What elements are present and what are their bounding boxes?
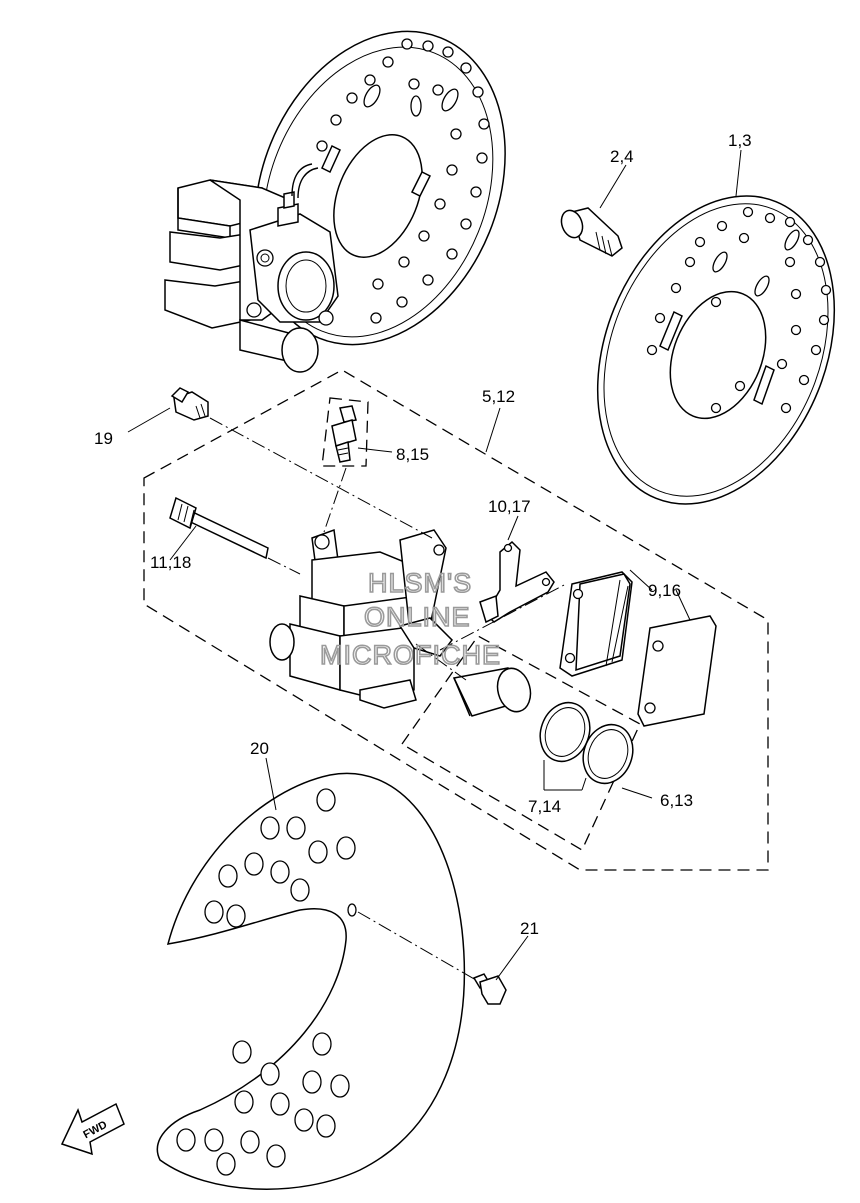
bolt-part-19 [170,387,209,421]
part-labels: 1,3 2,4 5,12 19 8,15 10,17 11,18 9,16 20… [94,131,752,938]
caliper-piston [452,667,532,717]
label-part-11-18: 11,18 [150,553,191,572]
watermark-line-3: MICROFICHE [320,640,501,670]
label-part-19: 19 [94,429,113,448]
disc-vent-holes [316,38,490,324]
caliper-body-exploded [269,528,453,709]
brake-pads-part-9-16 [559,571,717,727]
leader-lines [127,149,742,981]
disc-guard-holes [176,788,356,1176]
label-part-21: 21 [520,919,539,938]
label-part-6-13: 6,13 [660,791,693,810]
assembled-caliper [164,163,339,373]
alignment-lines [209,417,567,981]
label-part-1-3: 1,3 [728,131,752,150]
label-part-7-14: 7,14 [528,797,561,816]
label-part-5-12: 5,12 [482,387,515,406]
disc-bolt-part-2-4 [560,207,623,257]
brake-disc-part-1-3 [596,195,836,505]
slide-pin-part-11-18 [169,496,269,560]
watermark-line-1: HLSM'S [368,568,472,598]
label-part-9-16: 9,16 [648,581,681,600]
forward-direction-arrow: FWD [60,1102,125,1156]
bolt-part-21 [472,973,507,1005]
label-part-8-15: 8,15 [396,445,429,464]
bleed-screw-part-8-15 [321,397,369,467]
piston-seals-part-7-14 [539,701,634,785]
label-part-2-4: 2,4 [610,147,634,166]
label-part-20: 20 [250,739,269,758]
pad-spring-part-10-17 [479,540,555,624]
seal-kit-outline-6-13 [401,635,641,851]
disc-guard-part-20 [156,772,466,1190]
caliper-assembly-outline-5-12 [143,369,769,871]
label-part-10-17: 10,17 [488,497,531,516]
watermark-line-2: ONLINE [364,602,471,632]
watermark: HLSM'S ONLINE MICROFICHE [319,567,501,671]
disc-vent-holes [646,206,832,414]
